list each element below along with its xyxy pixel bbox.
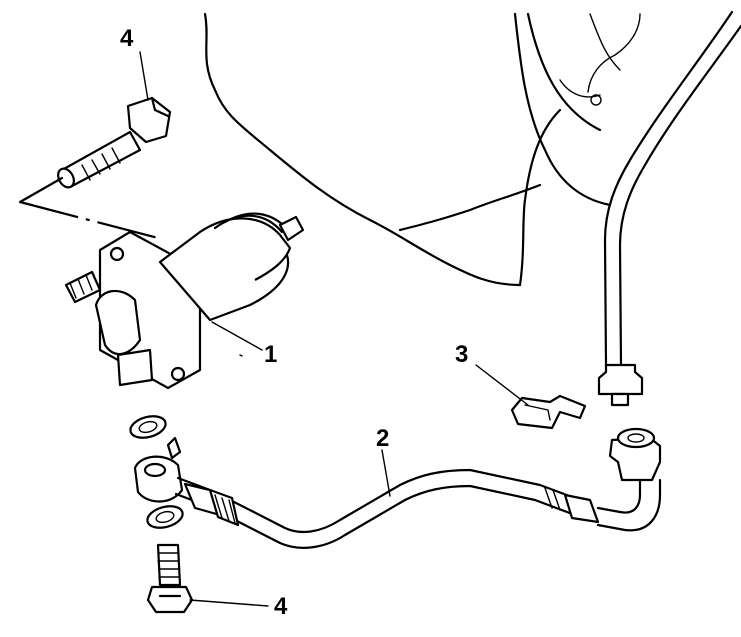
release-cylinder	[64, 212, 305, 390]
bolt-bottom	[146, 543, 194, 614]
callout-4-bottom: 4	[274, 593, 288, 620]
leader-lines	[139, 51, 529, 607]
upper-steel-line	[597, 10, 741, 407]
pipe-clip	[510, 394, 587, 430]
fluid-pipe	[133, 427, 662, 549]
callout-2: 2	[376, 425, 389, 452]
washer-bottom	[146, 505, 184, 529]
callout-1: 1	[264, 341, 277, 368]
callout-4-top: 4	[120, 25, 134, 52]
washer-top	[129, 415, 167, 439]
assembly-line	[19, 200, 159, 240]
bolt-top	[57, 96, 172, 189]
callout-3: 3	[455, 341, 468, 368]
transmission-housing	[203, 12, 641, 287]
